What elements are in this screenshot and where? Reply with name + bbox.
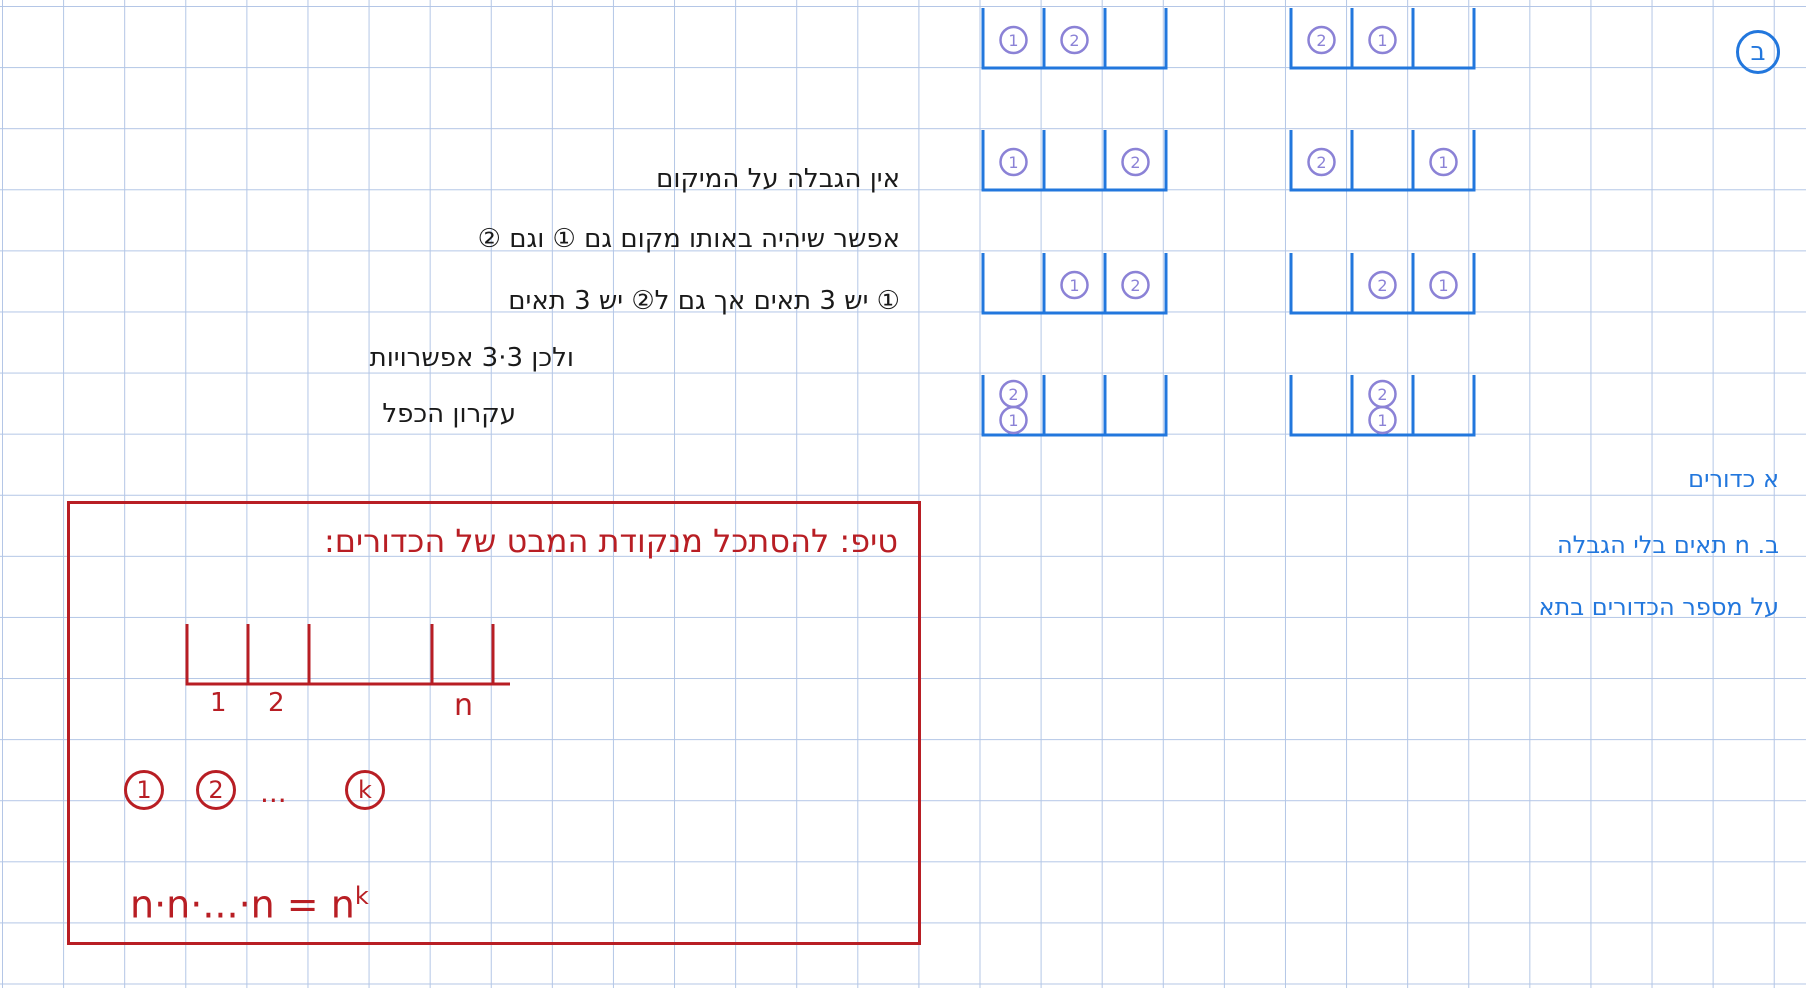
ball-2: 2: [999, 379, 1028, 409]
svg-text:2: 2: [1316, 31, 1326, 50]
tip-title: טיפ: להסתכל מנקודת המבט של הכדורים:: [324, 522, 898, 560]
svg-text:2: 2: [1130, 153, 1140, 172]
ball-2: 2: [1368, 270, 1397, 300]
tip-formula-exp: k: [354, 882, 369, 910]
tip-formula-left: n·n·...·n =: [130, 882, 319, 927]
blue-note-3: על מספר הכדורים בתא: [1538, 593, 1779, 621]
ball-1: 1: [1429, 270, 1458, 300]
svg-text:1: 1: [1438, 276, 1448, 295]
tip-cell-label-n: n: [454, 688, 474, 723]
svg-text:2: 2: [1069, 31, 1079, 50]
ball-1: 1: [1368, 25, 1397, 55]
section-marker-label: ב: [1750, 37, 1766, 67]
tip-ball-2: 2: [196, 770, 236, 810]
blue-note-1: א כדורים: [1688, 465, 1779, 493]
note-line-5: עקרון הכפל: [382, 399, 516, 429]
ball-1: 1: [999, 147, 1028, 177]
section-marker: ב: [1736, 30, 1780, 74]
tip-formula: n·n·...·n = nk: [130, 882, 369, 927]
ball-1: 1: [1060, 270, 1089, 300]
svg-text:2: 2: [1316, 153, 1326, 172]
tip-cell-label-1: 1: [210, 688, 227, 718]
ball-2: 2: [1307, 147, 1336, 177]
tip-ball-k: k: [345, 770, 385, 810]
note-line-2: אפשר שיהיה באותו מקום גם ① וגם ②: [477, 224, 900, 254]
blue-note-2: ב. n תאים בלי הגבלה: [1556, 531, 1779, 559]
tip-ball-1: 1: [124, 770, 164, 810]
svg-text:1: 1: [1008, 411, 1018, 430]
ball-1: 1: [1429, 147, 1458, 177]
ball-1: 1: [1368, 405, 1397, 435]
ball-1: 1: [999, 405, 1028, 435]
ball-2: 2: [1368, 379, 1397, 409]
svg-text:2: 2: [1377, 276, 1387, 295]
case-diagram-right-4: 21: [1289, 375, 1476, 437]
svg-text:1: 1: [1377, 31, 1387, 50]
svg-text:2: 2: [1377, 385, 1387, 404]
svg-text:1: 1: [1377, 411, 1387, 430]
ball-1: 1: [999, 25, 1028, 55]
tip-cell-label-2: 2: [268, 688, 285, 718]
svg-text:1: 1: [1008, 153, 1018, 172]
tip-formula-base: n: [330, 882, 355, 927]
ball-2: 2: [1121, 270, 1150, 300]
ball-2: 2: [1060, 25, 1089, 55]
ball-2: 2: [1121, 147, 1150, 177]
tip-dots: ...: [260, 776, 287, 809]
note-line-4: ולכן 3⋅3 אפשרויות: [369, 343, 574, 373]
note-line-3: ① יש 3 תאים אך גם ל② יש 3 תאים: [508, 286, 900, 316]
note-line-1: אין הגבלה על המיקום: [656, 164, 900, 194]
ball-2: 2: [1307, 25, 1336, 55]
tip-cells: [185, 624, 510, 686]
svg-text:2: 2: [1130, 276, 1140, 295]
case-diagram-left-4: 21: [981, 375, 1168, 437]
tip-box: טיפ: להסתכל מנקודת המבט של הכדורים: 1 2 …: [67, 501, 921, 945]
svg-text:1: 1: [1008, 31, 1018, 50]
svg-text:1: 1: [1438, 153, 1448, 172]
svg-text:1: 1: [1069, 276, 1079, 295]
svg-text:2: 2: [1008, 385, 1018, 404]
